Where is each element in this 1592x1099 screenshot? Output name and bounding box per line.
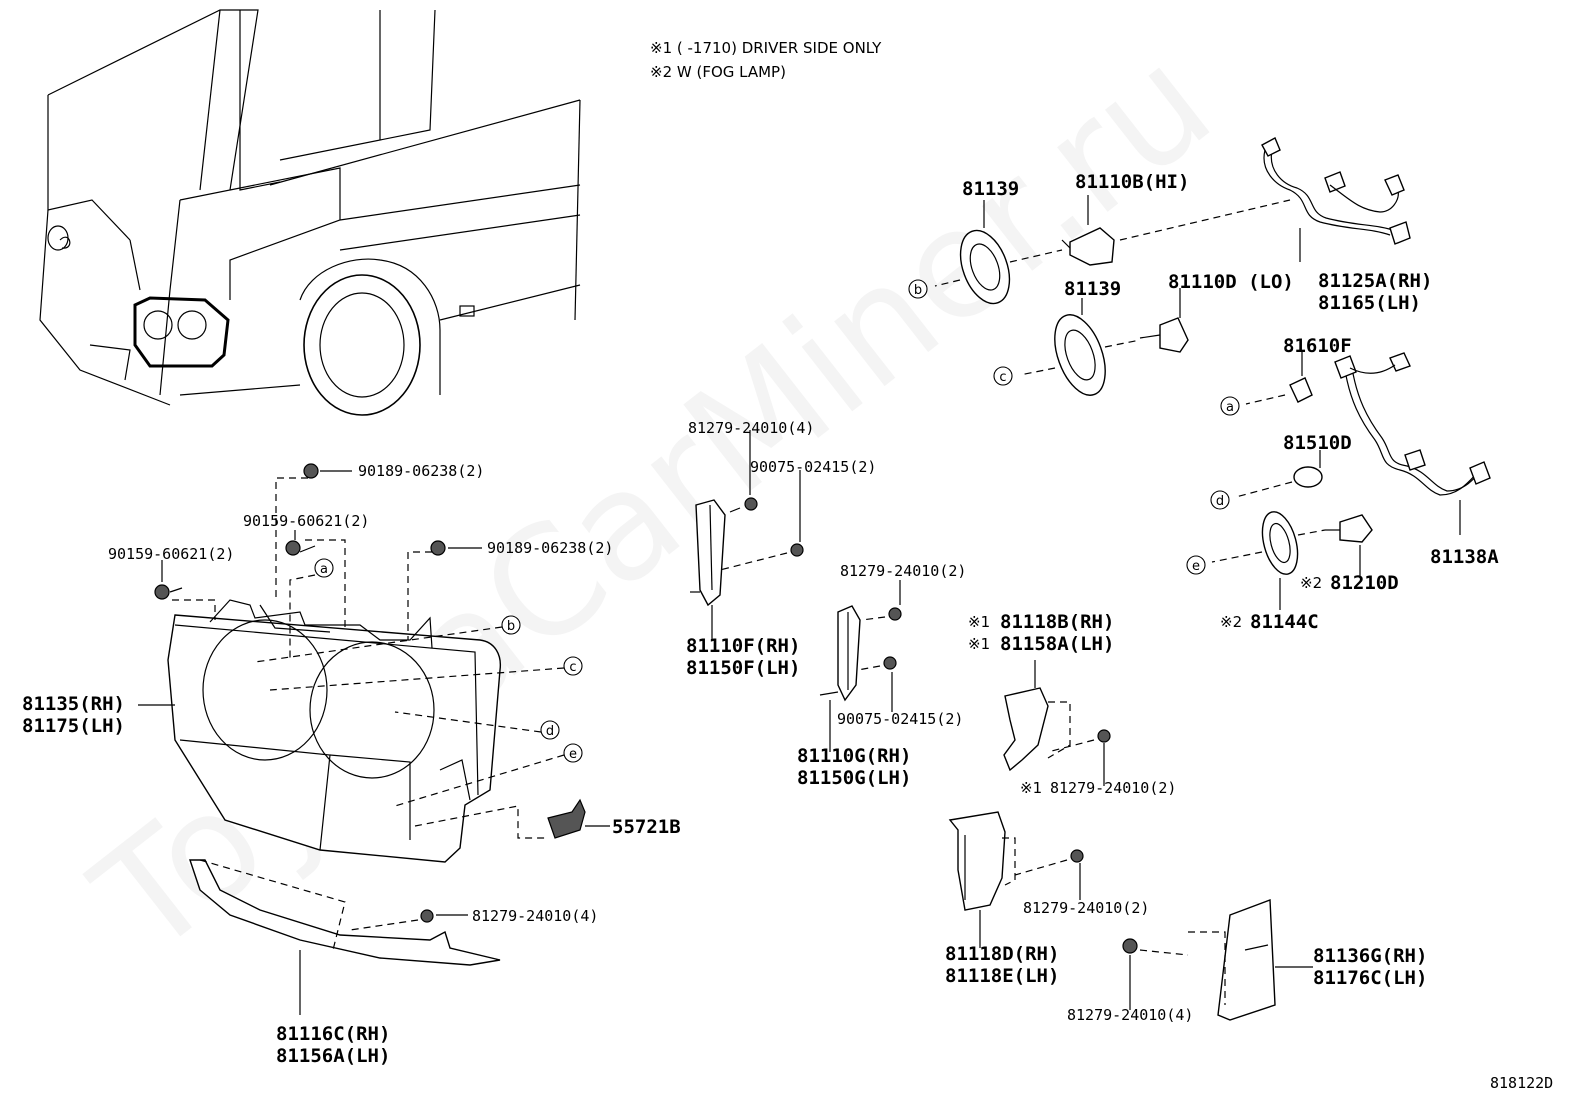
locator-headlamp-highlight [133,296,230,368]
wire-harness-81125a [1261,137,1411,262]
headlamp-assembly-drawing [167,599,502,863]
diagram-id: 818122D [1490,1074,1553,1092]
label-90159-b: 90159-60621(2) [108,545,234,563]
label-81150f: 81150F(LH) [686,657,800,679]
mark-1-81279: ※1 [1020,779,1042,797]
label-81150g: 81150G(LH) [797,767,911,789]
svg-text:b: b [507,619,515,634]
vehicle-locator-drawing [39,9,581,416]
bulb-81610f: a [1220,352,1313,416]
label-81279-4-low: 81279-24010(4) [1067,1006,1193,1024]
bracket-81118d [948,811,1084,948]
label-81279-4-top: 81279-24010(4) [688,419,814,437]
watermark: ToyotaCarMiner.ru [64,15,1242,989]
fog-bulb-assembly: e [1186,511,1373,610]
label-81136g: 81136G(RH) [1313,945,1427,967]
label-81110d: 81110D (LO) [1168,271,1294,293]
label-81118d: 81118D(RH) [945,943,1059,965]
label-81175: 81175(LH) [22,715,125,737]
svg-text:d: d [546,724,554,739]
label-81135: 81135(RH) [22,693,125,715]
label-90159-a: 90159-60621(2) [243,512,369,530]
note-2: ※2 W (FOG LAMP) [650,63,786,81]
label-81279-2-mid: 81279-24010(2) [840,562,966,580]
label-81279-4-left: 81279-24010(4) [472,907,598,925]
note-1: ※1 ( -1710) DRIVER SIDE ONLY [650,39,882,57]
label-81116c: 81116C(RH) [276,1023,390,1045]
label-81118b: 81118B(RH) [1000,611,1114,633]
part-labels: 81139 81110B(HI) 81139 81110D (LO) 81125… [22,171,1553,1092]
svg-text:d: d [1216,494,1224,509]
svg-text:e: e [569,747,577,762]
wire-harness-81138a [1334,352,1491,535]
label-81138a: 81138A [1430,546,1499,568]
label-81125a: 81125A(RH) [1318,270,1432,292]
screw-icons-left [154,463,446,600]
bulb-hi-assembly: b [908,195,1291,305]
mark-2-81210d: ※2 [1300,574,1322,592]
label-81110g: 81110G(RH) [797,745,911,767]
bulb-lo-assembly: c [993,288,1189,396]
label-81158a: 81158A(LH) [1000,633,1114,655]
label-81144c: 81144C [1250,611,1319,633]
label-81139-top: 81139 [962,178,1019,200]
svg-text:c: c [569,660,576,675]
svg-text:b: b [914,283,922,298]
label-81139-mid: 81139 [1064,278,1121,300]
svg-text:a: a [1226,400,1234,415]
ref-marks-lamp: a b c d e [254,558,583,807]
side-lamp-81110f [690,430,804,640]
svg-text:a: a [320,562,328,577]
label-81110f: 81110F(RH) [686,635,800,657]
label-81210d: 81210D [1330,572,1399,594]
mark-1-81158a: ※1 [968,635,990,653]
svg-text:e: e [1192,559,1200,574]
label-90075-top: 90075-02415(2) [750,458,876,476]
cover-81136g [1122,899,1313,1021]
label-81510d: 81510D [1283,432,1352,454]
label-81610f: 81610F [1283,335,1352,357]
side-lamp-81110g [819,580,902,752]
label-81118e: 81118E(LH) [945,965,1059,987]
mark-1-81118b: ※1 [968,613,990,631]
label-81279-2-low: 81279-24010(2) [1023,899,1149,917]
label-81176c: 81176C(LH) [1313,967,1427,989]
trim-81116c [189,859,501,1015]
label-90189-b: 90189-06238(2) [487,539,613,557]
svg-text:c: c [999,370,1006,385]
mark-2-81144c: ※2 [1220,613,1242,631]
label-81165: 81165(LH) [1318,292,1421,314]
label-55721b: 55721B [612,816,681,838]
label-81156a: 81156A(LH) [276,1045,390,1067]
label-81279-2-m1: 81279-24010(2) [1050,779,1176,797]
leader-lines-left [138,470,482,706]
label-90189-a: 90189-06238(2) [358,462,484,480]
label-90075-mid: 90075-02415(2) [837,710,963,728]
bracket-55721b [414,798,610,839]
label-81110b: 81110B(HI) [1075,171,1189,193]
bracket-81118b [1003,660,1111,786]
bulb-81510d: d [1210,450,1323,510]
